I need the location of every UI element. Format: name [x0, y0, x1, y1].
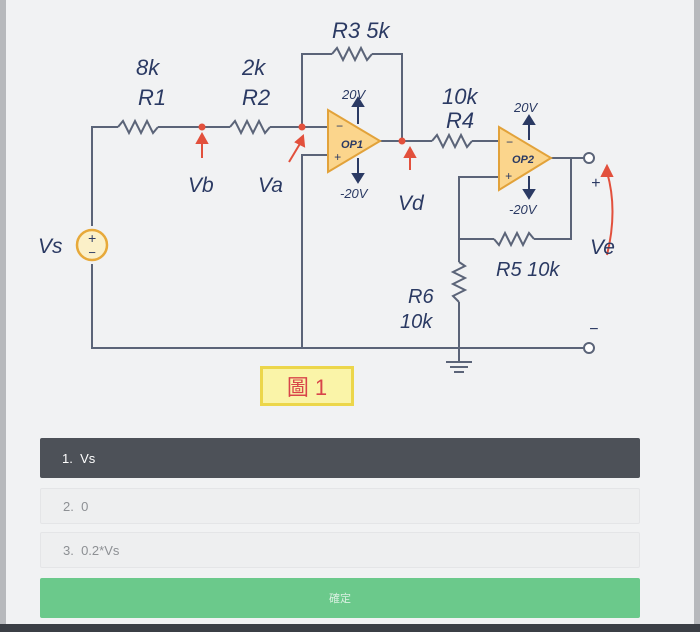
op2-noninv-sign: +	[505, 169, 512, 183]
op1-neg-supply-label: -20V	[340, 186, 369, 201]
op1-label: OP1	[341, 139, 363, 151]
r3-resistor	[331, 45, 373, 63]
op1-down-arrow-icon	[351, 173, 365, 184]
op2-inv-sign: −	[506, 135, 513, 149]
r2-name-label: R2	[242, 85, 270, 110]
answer-option-1[interactable]: 1. Vs	[40, 438, 640, 478]
r4-name-label: R4	[446, 108, 474, 133]
junction-va	[298, 123, 306, 131]
r4-value-label: 10k	[442, 84, 478, 109]
confirm-button[interactable]: 確定	[40, 578, 640, 618]
vd-arrow-icon	[403, 145, 417, 158]
source-label: Vs	[38, 235, 63, 258]
op1-inv-sign: −	[336, 119, 343, 133]
r4-resistor	[431, 132, 473, 150]
output-terminal-top	[583, 152, 595, 164]
wire-r5-right	[534, 158, 572, 240]
va-arrow-line	[288, 141, 302, 163]
op1-up-arrow-icon	[351, 96, 365, 107]
option-number: 3.	[63, 542, 74, 558]
output-plus-sign: +	[591, 175, 600, 192]
ground-icon	[446, 361, 472, 373]
op2-pos-supply-label: 20V	[513, 100, 538, 115]
option-text: Vs	[80, 450, 96, 466]
r3-label: R3 5k	[332, 18, 390, 43]
wire-r3-right	[372, 53, 403, 138]
r1-name-label: R1	[138, 85, 166, 110]
op1-amplifier	[327, 108, 382, 174]
op2-up-arrow-icon	[522, 114, 536, 125]
node-va-label: Va	[258, 174, 283, 197]
r6-name-label: R6	[408, 286, 434, 308]
output-minus-sign: −	[589, 321, 598, 338]
r1-resistor	[117, 118, 159, 136]
answer-option-3[interactable]: 3. 0.2*Vs	[40, 532, 640, 568]
op1-noninv-sign: +	[334, 150, 341, 164]
op2-down-arrow-icon	[522, 189, 536, 200]
op2-neg-supply-label: -20V	[509, 202, 538, 217]
wire-bottom	[91, 264, 584, 349]
node-vd-label: Vd	[398, 192, 425, 215]
ve-arrow-icon	[600, 163, 614, 177]
r5-label: R5 10k	[496, 259, 560, 281]
option-text: 0	[81, 498, 89, 514]
output-terminal-bottom	[583, 342, 595, 354]
wire-r3-left	[301, 53, 332, 127]
r6-resistor	[450, 261, 468, 303]
taskbar-strip	[0, 624, 700, 632]
output-ve-label: Ve	[590, 236, 615, 259]
option-text: 0.2*Vs	[81, 542, 120, 558]
figure-label-text: 圖 1	[286, 375, 328, 400]
wire-vs-r1	[91, 126, 118, 226]
wire-op1-noninv	[301, 154, 328, 348]
quiz-screen: + − − + − + OP1 OP2	[6, 0, 694, 632]
vb-arrow-icon	[195, 131, 209, 144]
wire-op2-noninv	[458, 176, 499, 262]
va-arrow-icon	[294, 133, 306, 148]
op1-pos-supply-label: 20V	[341, 87, 366, 102]
ve-arrow-line	[606, 171, 614, 256]
op2-amplifier	[498, 125, 553, 192]
r6-value-label: 10k	[400, 311, 433, 333]
option-number: 1.	[62, 450, 73, 466]
voltage-source	[75, 228, 109, 262]
source-minus-sign: −	[88, 245, 96, 260]
answer-option-2[interactable]: 2. 0	[40, 488, 640, 524]
r2-value-label: 2k	[241, 55, 266, 80]
source-plus-sign: +	[88, 230, 96, 246]
junction-vd	[398, 137, 406, 145]
r5-resistor	[493, 230, 535, 248]
junction-vb	[198, 123, 206, 131]
node-vb-label: Vb	[188, 174, 214, 197]
op2-label: OP2	[512, 154, 534, 166]
option-number: 2.	[63, 498, 74, 514]
circuit-diagram: + − − + − + OP1 OP2	[38, 18, 615, 373]
figure-label: 圖 1	[260, 366, 354, 406]
r1-value-label: 8k	[136, 55, 160, 80]
r2-resistor	[229, 118, 271, 136]
